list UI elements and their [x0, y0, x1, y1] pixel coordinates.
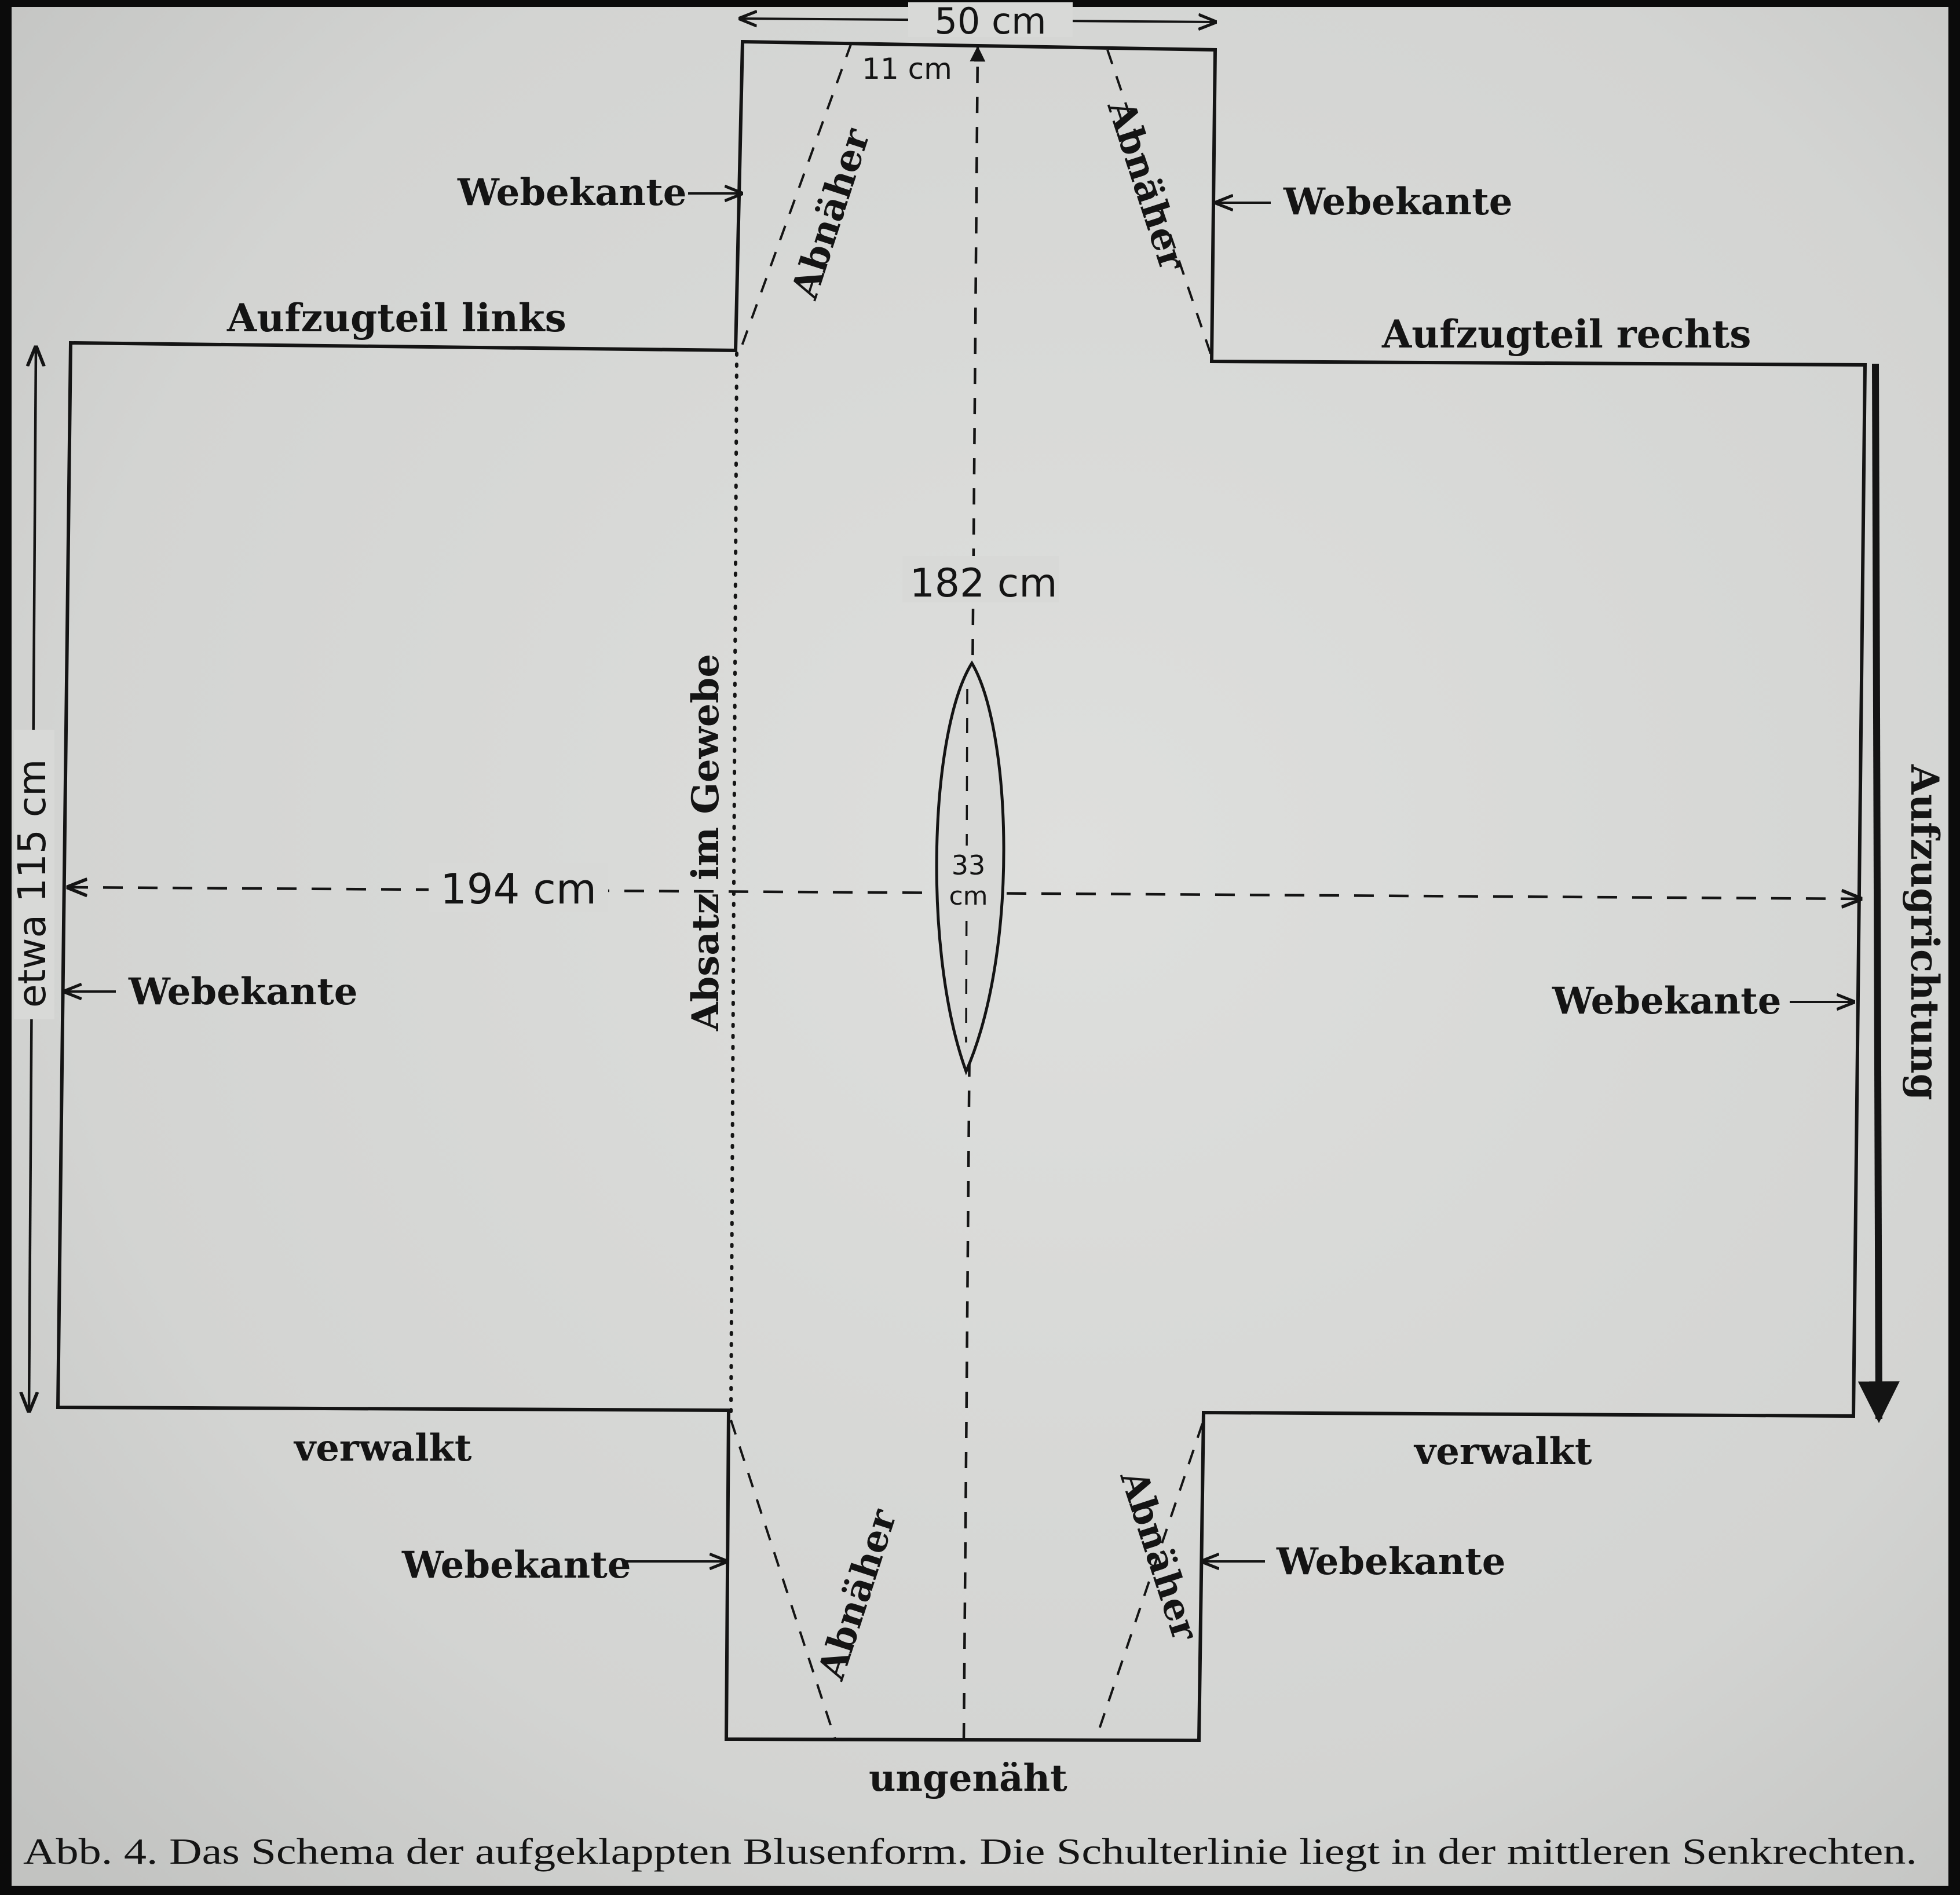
- unsewn-label: ungenäht: [869, 1757, 1067, 1800]
- warp-direction-arrow: [1857, 363, 1900, 1424]
- span-label: 194 cm: [440, 865, 597, 913]
- width-top-label: 50 cm: [934, 0, 1046, 42]
- selvedge-label-mid-left: Webekante: [128, 970, 357, 1014]
- selvedge-label-top-right: Webekante: [1283, 180, 1512, 224]
- slit-unit: cm: [949, 881, 988, 911]
- selvedge-label-top-left: Webekante: [457, 171, 686, 214]
- weave-shift-label: Absatz im Gewebe: [684, 654, 727, 1031]
- selvedge-label-mid-right: Webekante: [1552, 979, 1781, 1023]
- selvedge-label-bottom-right: Webekante: [1276, 1540, 1505, 1583]
- selvedge-label-bottom-left: Webekante: [401, 1543, 631, 1587]
- sleeve-right-label: Aufzugteil rechts: [1381, 312, 1751, 357]
- pattern-outline: [56, 39, 1867, 1743]
- dart-bottom-left: [730, 1420, 836, 1740]
- weave-shift-line: [729, 352, 738, 1415]
- fulled-label-left: verwalkt: [293, 1426, 472, 1470]
- height-label: etwa 115 cm: [10, 759, 54, 1008]
- slit-num: 33: [952, 850, 986, 881]
- warp-direction-label: Aufzugrichtung: [1902, 764, 1947, 1100]
- fulled-label-right: verwalkt: [1413, 1430, 1592, 1473]
- shoulder-length-label: 182 cm: [909, 561, 1057, 606]
- sleeve-left-label: Aufzugteil links: [226, 295, 566, 341]
- neck-width-label: 11 cm: [862, 52, 952, 86]
- figure-caption: Abb. 4. Das Schema der aufgeklappten Blu…: [23, 1831, 1917, 1872]
